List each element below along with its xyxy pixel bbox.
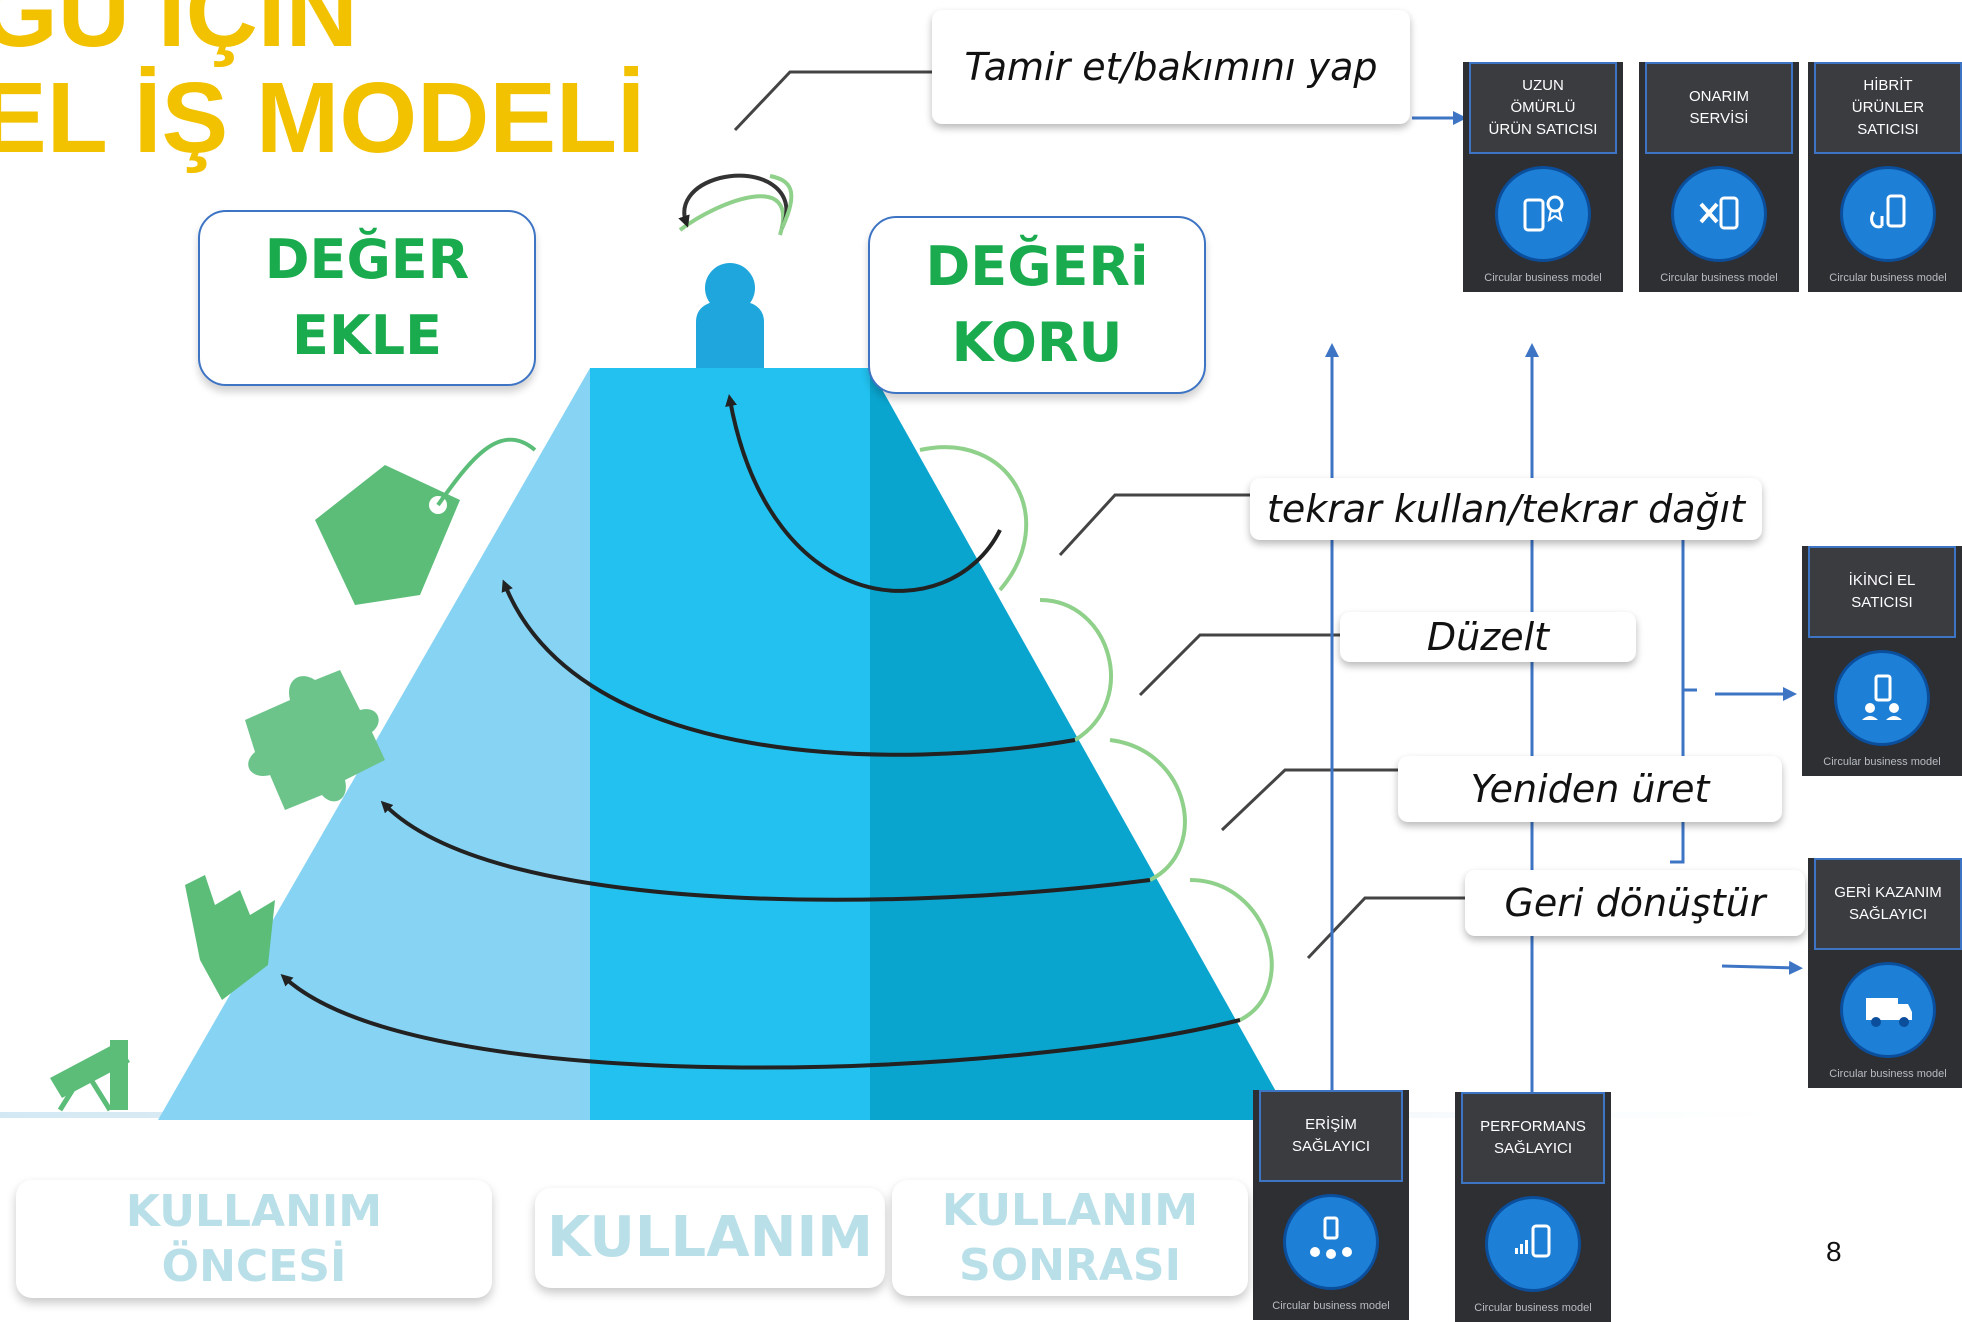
tools-phone-icon xyxy=(1671,166,1767,262)
card-title: PERFORMANS SAĞLAYICI xyxy=(1461,1092,1605,1184)
oil-pump-icon xyxy=(50,1040,130,1112)
title-line-1: GU İÇİN xyxy=(0,0,358,68)
card-footer: Circular business model xyxy=(1474,1302,1592,1314)
card-recovery-provider: GERİ KAZANIM SAĞLAYICI Circular business… xyxy=(1808,858,1962,1088)
reuse-arrow xyxy=(501,579,1076,757)
stage-use: KULLANIM xyxy=(535,1188,885,1288)
add-value-line-2: EKLE xyxy=(291,304,443,367)
phone-award-icon xyxy=(1495,166,1591,262)
repair-label: Tamir et/bakımını yap xyxy=(932,10,1410,124)
card-access-provider: ERİŞİM SAĞLAYICI Circular business model xyxy=(1253,1090,1409,1320)
puzzle-piece-icon xyxy=(245,670,385,810)
leader-lines xyxy=(733,70,1465,960)
page-number: 8 xyxy=(1826,1236,1842,1267)
recycle-label: Geri dönüştür xyxy=(1465,870,1805,936)
recycle-truck-icon xyxy=(1840,962,1936,1058)
protect-value-line-2: KORU xyxy=(951,311,1123,374)
add-value-box: DEĞER EKLE xyxy=(198,210,536,386)
card-footer: Circular business model xyxy=(1829,272,1947,284)
card-repair-service: ONARIM SERVİSİ Circular business model xyxy=(1639,62,1799,292)
stage-after-use: KULLANIM SONRASI xyxy=(892,1180,1248,1296)
factory-icon xyxy=(185,875,275,1000)
repair-loop-icon xyxy=(678,173,789,229)
recycle-arrow xyxy=(280,973,1241,1070)
card-title: ERİŞİM SAĞLAYICI xyxy=(1259,1090,1403,1182)
card-footer: Circular business model xyxy=(1829,1068,1947,1080)
protect-value-line-1: DEĞERi xyxy=(925,235,1149,299)
blue-connectors xyxy=(1325,111,1803,1095)
pyramid-after-use xyxy=(870,368,1292,1120)
add-value-line-1: DEĞER xyxy=(264,228,470,292)
card-footer: Circular business model xyxy=(1272,1300,1390,1312)
remanufacture-label: Yeniden üret xyxy=(1398,756,1782,822)
card-hybrid-seller: HİBRİT ÜRÜNLER SATICISI Circular busines… xyxy=(1808,62,1962,292)
phone-sharing-icon xyxy=(1283,1194,1379,1290)
card-title: UZUN ÖMÜRLÜ ÜRÜN SATICISI xyxy=(1469,62,1617,154)
strategy-arrows xyxy=(280,394,1241,1070)
refurbish-arrow xyxy=(380,800,1151,902)
protect-value-box: DEĞERi KORU xyxy=(868,216,1206,394)
pyramid-use xyxy=(590,368,870,1120)
person-icon xyxy=(696,263,764,368)
title-line-2: EL İŞ MODELİ xyxy=(0,62,645,174)
card-performance-provider: PERFORMANS SAĞLAYICI Circular business m… xyxy=(1455,1092,1611,1322)
card-title: İKİNCİ EL SATICISI xyxy=(1808,546,1956,638)
repair-arrow xyxy=(725,394,1002,593)
green-loops xyxy=(678,194,1274,1022)
card-title: HİBRİT ÜRÜNLER SATICISI xyxy=(1814,62,1962,154)
refurbish-label: Düzelt xyxy=(1340,612,1636,662)
card-footer: Circular business model xyxy=(1484,272,1602,284)
card-long-life-seller: UZUN ÖMÜRLÜ ÜRÜN SATICISI Circular busin… xyxy=(1463,62,1623,292)
phone-earphones-icon xyxy=(1840,166,1936,262)
price-tag-icon xyxy=(315,437,537,605)
phone-handover-icon xyxy=(1834,650,1930,746)
phone-signal-icon xyxy=(1485,1196,1581,1292)
reuse-label: tekrar kullan/tekrar dağıt xyxy=(1250,478,1762,540)
stage-before-use: KULLANIM ÖNCESİ xyxy=(16,1180,492,1298)
card-footer: Circular business model xyxy=(1660,272,1778,284)
card-title: GERİ KAZANIM SAĞLAYICI xyxy=(1814,858,1962,950)
card-second-hand-seller: İKİNCİ EL SATICISI Circular business mod… xyxy=(1802,546,1962,776)
card-footer: Circular business model xyxy=(1823,756,1941,768)
card-title: ONARIM SERVİSİ xyxy=(1645,62,1793,154)
